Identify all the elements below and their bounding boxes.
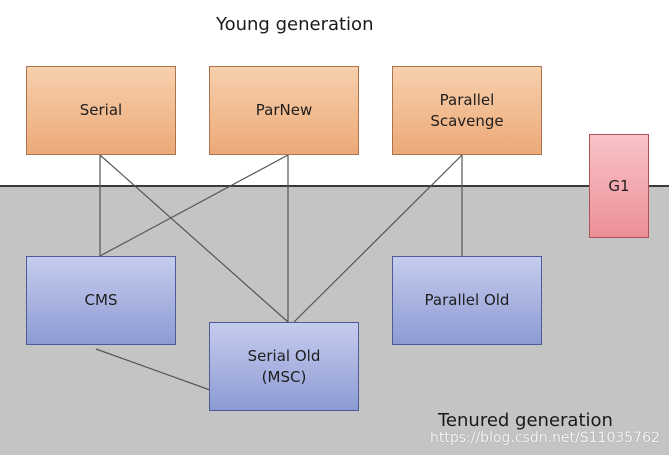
serial-old-box: Serial Old (MSC): [209, 322, 359, 411]
cms-box: CMS: [26, 256, 176, 345]
young-generation-label: Young generation: [216, 14, 374, 35]
parnew-box: ParNew: [209, 66, 359, 155]
g1-box: G1: [589, 134, 649, 238]
watermark-text: https://blog.csdn.net/S11035762: [430, 430, 660, 446]
parallel-scavenge-box: Parallel Scavenge: [392, 66, 542, 155]
tenured-generation-label: Tenured generation: [438, 410, 613, 431]
line-serial-serial-old: [99, 154, 289, 323]
generation-divider: [0, 185, 669, 187]
serial-box: Serial: [26, 66, 176, 155]
line-parnew-cms: [99, 154, 289, 257]
line-parallel-scavenge-serial-old: [293, 154, 463, 323]
parallel-old-box: Parallel Old: [392, 256, 542, 345]
line-cms-serial-old: [95, 348, 211, 391]
